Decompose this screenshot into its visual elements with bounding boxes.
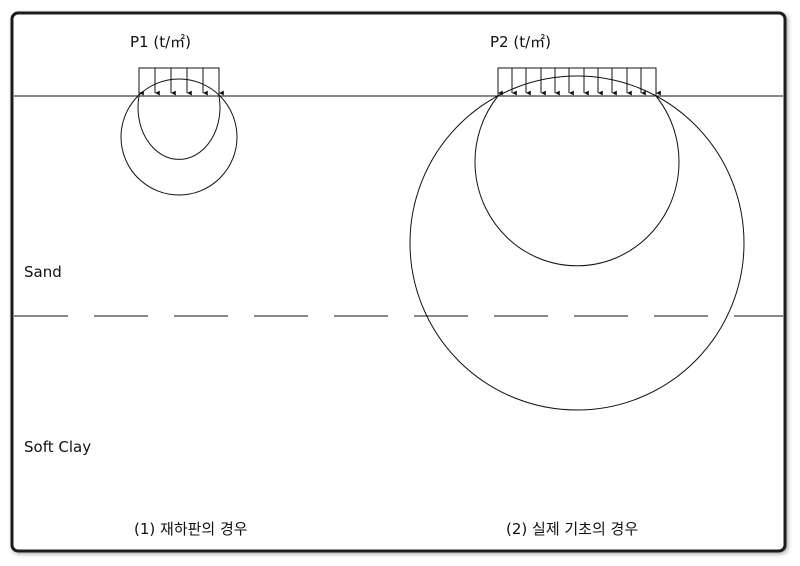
footing-pressure-bulb-outer <box>409 75 745 411</box>
plate-pressure-bulb-inner <box>137 95 221 160</box>
p1-load-label: P1 (t/㎡) <box>130 33 191 51</box>
diagram-frame <box>10 11 787 553</box>
p2-load-label: P2 (t/㎡) <box>490 33 551 51</box>
footing-load-arrows <box>497 68 661 96</box>
sand-layer-label: Sand <box>24 263 62 281</box>
footing-pressure-bulb-inner <box>474 95 680 267</box>
soft-clay-layer-label: Soft Clay <box>24 438 91 456</box>
plate-pressure-bulb-outer <box>120 78 238 196</box>
plate-load-group: P1 (t/㎡) <box>120 33 238 196</box>
plate-load-arrows <box>138 68 224 96</box>
footing-load-group: P2 (t/㎡) <box>409 33 745 411</box>
case1-caption: (1) 재하판의 경우 <box>134 520 248 538</box>
case2-caption: (2) 실제 기초의 경우 <box>506 520 638 538</box>
